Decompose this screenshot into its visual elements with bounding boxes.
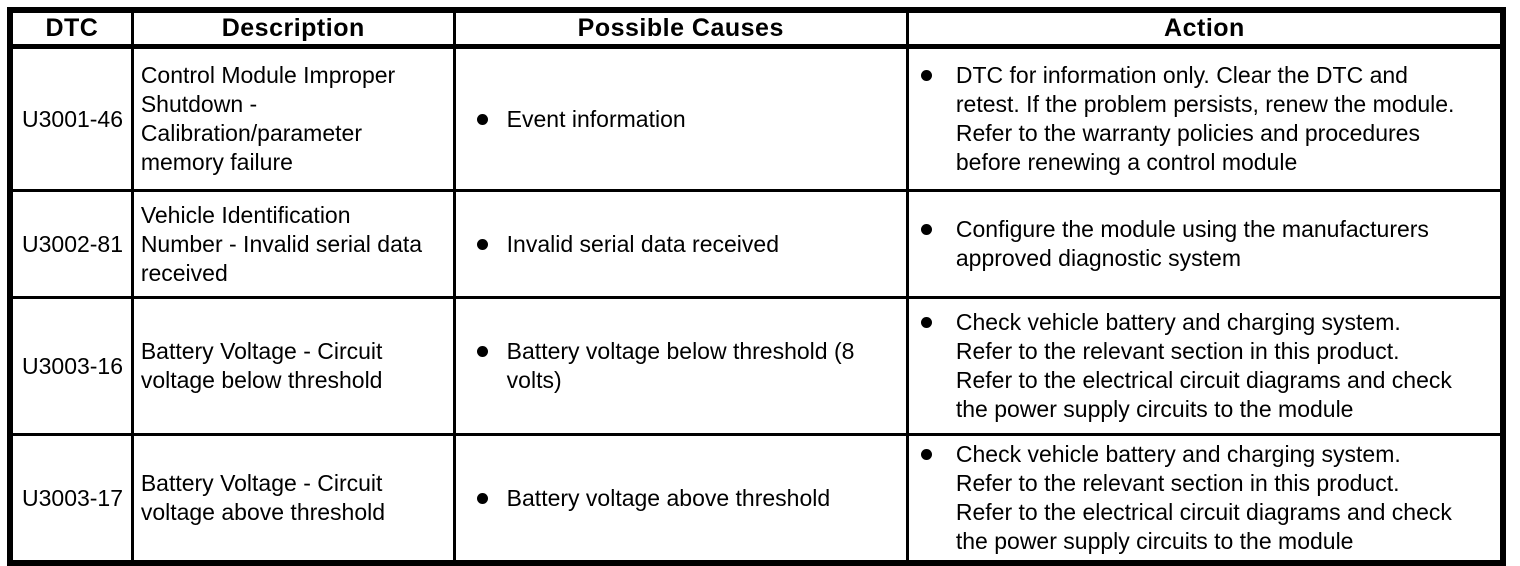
bullet-icon — [920, 449, 932, 460]
possible-causes-cell: Battery voltage above threshold — [452, 433, 909, 565]
cause-text: Event information — [506, 105, 686, 132]
description-text: Battery Voltage - Circuit voltage above … — [140, 470, 386, 525]
column-header-possible-causes: Possible Causes — [452, 8, 909, 49]
action-cell: DTC for information only. Clear the DTC … — [905, 45, 1505, 192]
document-page: DTC Description Possible Causes Action U… — [7, 7, 1506, 566]
action-text: Configure the module using the manufactu… — [955, 216, 1429, 271]
dtc-description: Battery Voltage - Circuit voltage above … — [130, 433, 456, 565]
cause-item: Battery voltage above threshold — [456, 484, 906, 513]
header-row: DTC Description Possible Causes Action — [8, 8, 1505, 49]
table-row: U3003-16 Battery Voltage - Circuit volta… — [8, 296, 1505, 436]
dtc-code: U3002-81 — [8, 189, 134, 299]
bullet-icon — [476, 346, 488, 357]
dtc-table: DTC Description Possible Causes Action U… — [7, 7, 1506, 566]
description-text: Vehicle Identification Number - Invalid … — [140, 201, 423, 286]
table-row: U3001-46 Control Module Improper Shutdow… — [8, 45, 1505, 192]
dtc-code: U3003-17 — [8, 433, 134, 565]
bullet-icon — [920, 70, 932, 81]
cause-text: Invalid serial data received — [506, 230, 779, 257]
description-text: Control Module Improper Shutdown - Calib… — [140, 62, 396, 175]
bullet-icon — [476, 113, 488, 125]
dtc-description: Battery Voltage - Circuit voltage below … — [130, 296, 456, 436]
bullet-icon — [476, 238, 488, 250]
action-cell: Check vehicle battery and charging syste… — [905, 296, 1505, 436]
action-item: Configure the module using the manufactu… — [909, 215, 1500, 273]
dtc-description: Vehicle Identification Number - Invalid … — [130, 189, 456, 299]
possible-causes-cell: Battery voltage below threshold (8 volts… — [452, 296, 909, 436]
action-text: Check vehicle battery and charging syste… — [955, 441, 1452, 554]
dtc-code: U3003-16 — [8, 296, 134, 436]
possible-causes-cell: Invalid serial data received — [452, 189, 909, 299]
dtc-description: Control Module Improper Shutdown - Calib… — [130, 45, 456, 192]
bullet-icon — [476, 492, 488, 504]
cause-text: Battery voltage above threshold — [506, 484, 831, 511]
table-row: U3003-17 Battery Voltage - Circuit volta… — [8, 433, 1505, 565]
action-item: DTC for information only. Clear the DTC … — [909, 61, 1500, 177]
action-text: DTC for information only. Clear the DTC … — [955, 62, 1455, 175]
cause-item: Battery voltage below threshold (8 volts… — [456, 337, 906, 395]
action-item: Check vehicle battery and charging syste… — [909, 440, 1500, 556]
cause-item: Event information — [456, 105, 906, 134]
possible-causes-cell: Event information — [452, 45, 909, 192]
dtc-code: U3001-46 — [8, 45, 134, 192]
cause-text: Battery voltage below threshold (8 volts… — [506, 338, 855, 393]
cause-item: Invalid serial data received — [456, 230, 906, 259]
action-cell: Check vehicle battery and charging syste… — [905, 433, 1505, 565]
description-text: Battery Voltage - Circuit voltage below … — [140, 338, 383, 393]
column-header-action: Action — [905, 8, 1505, 49]
bullet-icon — [920, 317, 932, 328]
column-header-dtc: DTC — [8, 8, 134, 49]
table-row: U3002-81 Vehicle Identification Number -… — [8, 189, 1505, 299]
action-item: Check vehicle battery and charging syste… — [909, 308, 1500, 424]
action-text: Check vehicle battery and charging syste… — [955, 309, 1452, 422]
column-header-description: Description — [130, 8, 456, 49]
action-cell: Configure the module using the manufactu… — [905, 189, 1505, 299]
bullet-icon — [920, 224, 932, 235]
